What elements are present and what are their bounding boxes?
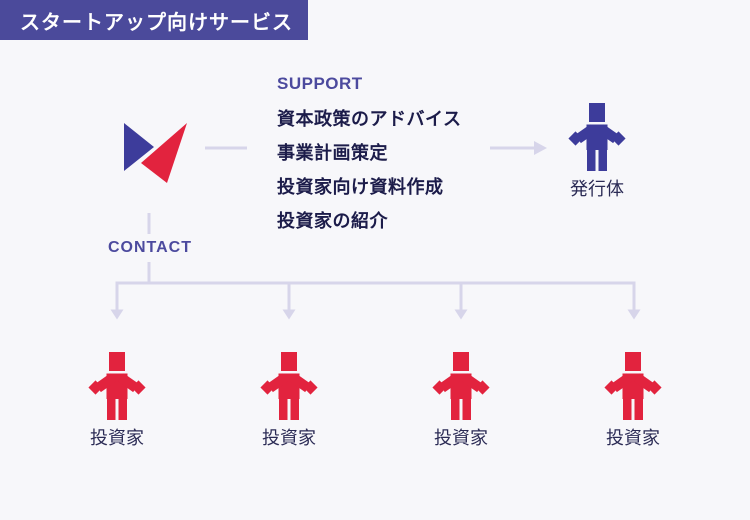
- issuer-person-icon: [568, 103, 626, 171]
- support-item: 投資家向け資料作成: [277, 177, 444, 197]
- investor-label: 投資家: [90, 428, 144, 448]
- support-section: SUPPORT 資本政策のアドバイス 事業計画策定 投資家向け資料作成 投資家の…: [277, 74, 461, 238]
- company-logo-icon: [124, 123, 187, 183]
- title-banner: スタートアップ向けサービス: [0, 0, 308, 40]
- down-arrowhead-icon: [454, 309, 468, 320]
- issuer-figure: 発行体: [568, 103, 626, 201]
- issuer-label: 発行体: [570, 179, 624, 199]
- down-arrowhead-icon: [282, 309, 296, 320]
- right-arrowhead-icon: [534, 141, 547, 155]
- investor-person-icon: [432, 352, 490, 420]
- distribution-rail: [115, 281, 636, 311]
- support-item: 資本政策のアドバイス: [277, 109, 462, 129]
- support-item: 投資家の紹介: [277, 211, 388, 231]
- support-item: 事業計画策定: [277, 143, 388, 163]
- down-arrowhead-icon: [627, 309, 641, 320]
- investor-figure: 投資家: [88, 352, 146, 450]
- investor-label: 投資家: [606, 428, 660, 448]
- investor-label: 投資家: [434, 428, 488, 448]
- investor-person-icon: [604, 352, 662, 420]
- investor-figure: 投資家: [432, 352, 490, 450]
- page-title: スタートアップ向けサービス: [20, 11, 293, 34]
- investor-person-icon: [260, 352, 318, 420]
- contact-heading: CONTACT: [107, 239, 193, 256]
- support-heading: SUPPORT: [277, 74, 363, 93]
- down-arrowhead-icon: [110, 309, 124, 320]
- investor-person-icon: [88, 352, 146, 420]
- investor-figure: 投資家: [260, 352, 318, 450]
- investor-label: 投資家: [262, 428, 316, 448]
- investor-figure: 投資家: [604, 352, 662, 450]
